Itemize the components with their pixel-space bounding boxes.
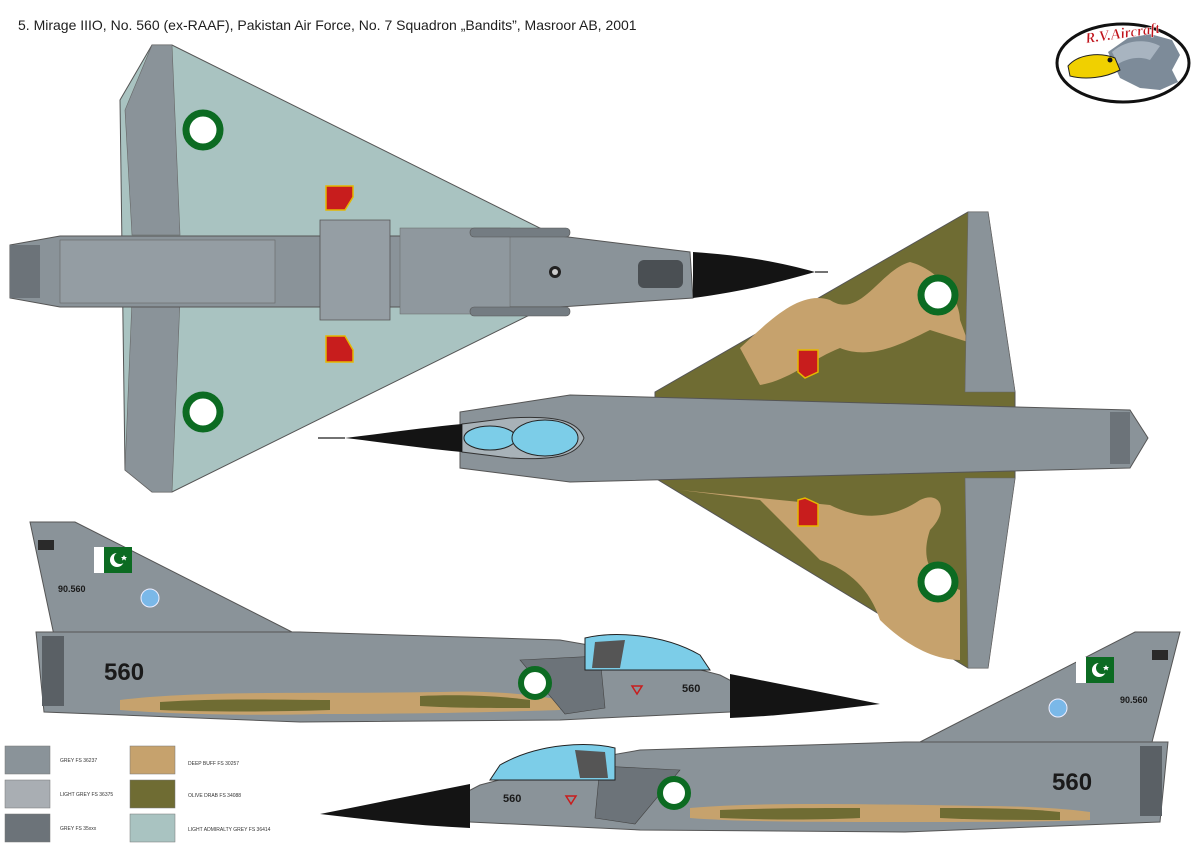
swatch-label: DEEP BUFF FS 30257 xyxy=(188,761,239,767)
nose-number: 560 xyxy=(682,683,700,695)
pakistan-flag xyxy=(94,547,132,573)
swatch-dark-grey: GREY FS 35xxx xyxy=(4,813,97,843)
color-key: GREY FS 36237 LIGHT GREY FS 36375 GREY F… xyxy=(4,745,271,843)
swatch-deep-buff: DEEP BUFF FS 30257 xyxy=(129,745,239,775)
swatch-olive-drab: OLIVE DRAB FS 34088 xyxy=(129,779,241,809)
side-number-large-starboard: 560 xyxy=(1052,769,1092,796)
nose-number-starboard: 560 xyxy=(503,793,521,805)
swatch-light-admiralty-grey: LIGHT ADMIRALTY GREY FS 36414 xyxy=(129,813,271,843)
swatch-label: LIGHT ADMIRALTY GREY FS 36414 xyxy=(188,827,271,833)
swatch-label: GREY FS 36237 xyxy=(60,758,97,764)
port-side-view: 90.560 560 560 xyxy=(29,521,880,723)
starboard-side-view: 90.560 560 560 xyxy=(320,631,1181,833)
underside-view xyxy=(9,44,828,493)
swatch-light-grey: LIGHT GREY FS 36375 xyxy=(4,779,113,809)
pakistan-flag-starboard xyxy=(1076,657,1114,683)
fin-serial-starboard: 90.560 xyxy=(1120,695,1148,705)
plan-view xyxy=(318,211,1149,669)
eagle-head-icon xyxy=(1067,34,1180,90)
swatch-label: OLIVE DRAB FS 34088 xyxy=(188,793,241,799)
swatch-label: GREY FS 35xxx xyxy=(60,826,97,832)
swatch-grey: GREY FS 36237 xyxy=(4,745,97,775)
rv-aircraft-logo: R.V.Aircraft xyxy=(1055,21,1191,104)
side-number-large: 560 xyxy=(104,659,144,686)
fin-serial: 90.560 xyxy=(58,584,86,594)
profile-caption: 5. Mirage IIIO, No. 560 (ex-RAAF), Pakis… xyxy=(18,17,637,33)
swatch-label: LIGHT GREY FS 36375 xyxy=(60,792,113,798)
